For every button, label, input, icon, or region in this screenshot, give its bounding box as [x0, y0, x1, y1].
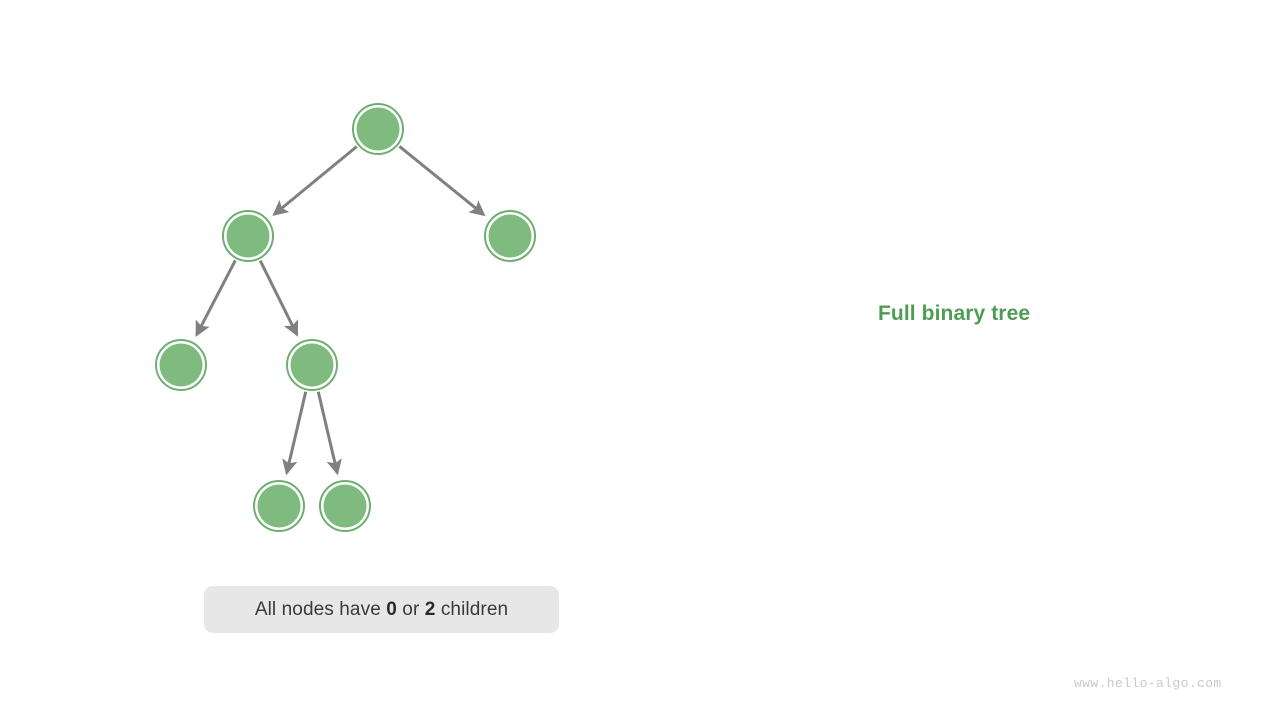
tree-edge	[272, 145, 358, 216]
node-gap	[224, 212, 272, 260]
node-gap	[288, 341, 336, 389]
node-ring	[286, 339, 338, 391]
node-gap	[255, 482, 303, 530]
tree-node	[319, 480, 371, 532]
tree-edge	[398, 145, 486, 217]
tree-node	[155, 339, 207, 391]
tree-edge	[316, 391, 342, 476]
node-fill	[323, 484, 367, 528]
node-gap	[354, 105, 402, 153]
node-fill	[257, 484, 301, 528]
tree-node	[286, 339, 338, 391]
node-ring	[253, 480, 305, 532]
node-fill	[159, 343, 203, 387]
node-ring	[484, 210, 536, 262]
tree-node	[484, 210, 536, 262]
caption-suffix: children	[435, 598, 509, 620]
caption-middle: or	[396, 598, 425, 620]
node-fill	[290, 343, 334, 387]
node-fill	[356, 107, 400, 151]
tree-node	[222, 210, 274, 262]
page-title: Full binary tree	[878, 302, 1031, 325]
caption-bold-two: 2	[424, 598, 436, 620]
node-ring	[155, 339, 207, 391]
tree-edge	[282, 391, 308, 476]
node-gap	[486, 212, 534, 260]
tree-edge	[195, 259, 237, 337]
node-fill	[488, 214, 532, 258]
caption-box: All nodes have 0 or 2 children	[204, 586, 559, 633]
node-ring	[222, 210, 274, 262]
node-layer	[155, 103, 536, 532]
node-ring	[319, 480, 371, 532]
caption-text: All nodes have 0 or 2 children	[255, 599, 508, 621]
node-gap	[321, 482, 369, 530]
tree-node	[352, 103, 404, 155]
node-gap	[157, 341, 205, 389]
node-fill	[226, 214, 270, 258]
edge-layer	[195, 145, 486, 476]
node-ring	[352, 103, 404, 155]
tree-node	[253, 480, 305, 532]
watermark: www.hello-algo.com	[1074, 676, 1222, 691]
caption-prefix: All nodes have	[254, 598, 387, 620]
caption-bold-zero: 0	[386, 598, 397, 620]
tree-edge	[258, 259, 299, 337]
